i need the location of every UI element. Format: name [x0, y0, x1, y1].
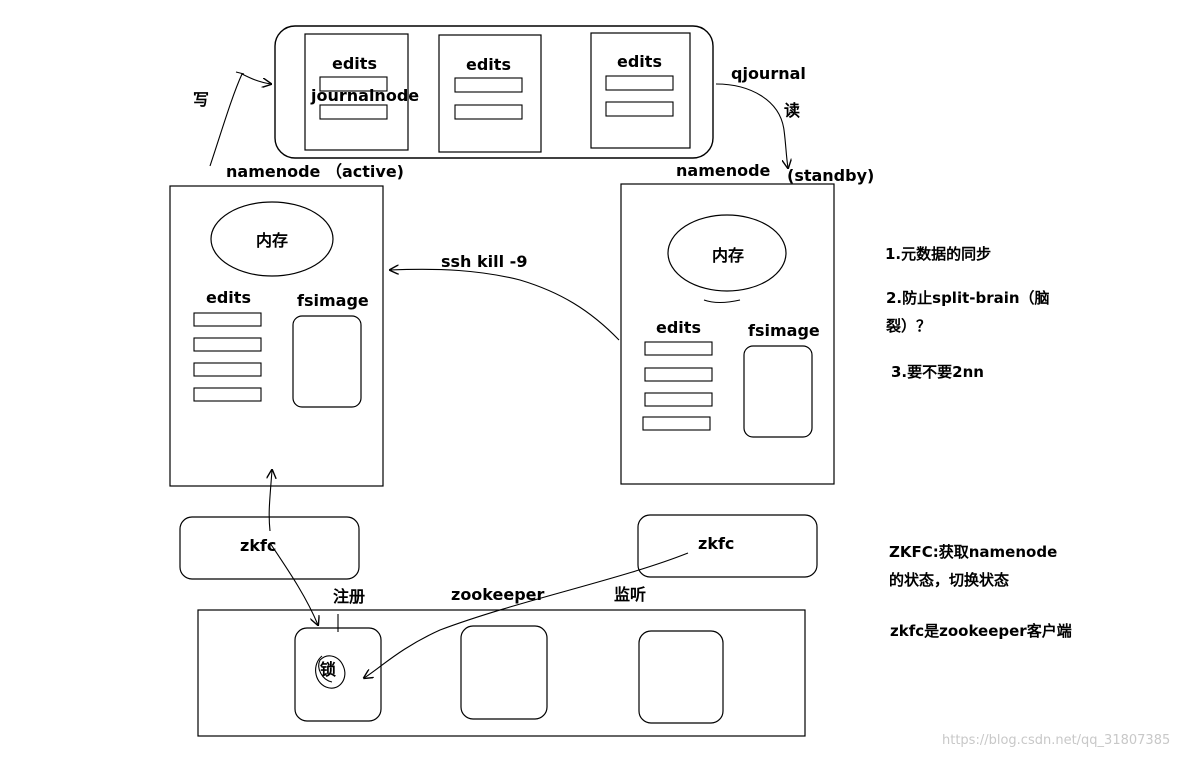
journal-edits-label-2: edits — [466, 55, 511, 74]
active-edit-3 — [193, 362, 262, 377]
write-arrow — [209, 73, 271, 167]
register-arrow — [269, 542, 318, 625]
write-arrow-head-tick — [235, 71, 245, 75]
note-split-brain-b: 裂）？ — [886, 317, 932, 335]
journalnode-box-1-edit-a — [319, 76, 388, 92]
zookeeper-label: zookeeper — [451, 585, 545, 604]
journalnode-box-2-edit-a — [454, 77, 523, 93]
zookeeper-cluster — [197, 609, 806, 737]
standby-edit-1 — [644, 341, 713, 356]
active-namenode-box — [169, 185, 384, 487]
fence-label: ssh kill -9 — [441, 252, 528, 271]
active-edits-label: edits — [206, 288, 251, 307]
standby-memory-label: 内存 — [712, 246, 745, 265]
journalnode-box-1 — [304, 33, 409, 151]
zkfc-to-namenode-arrow — [269, 470, 272, 532]
lock-scribble — [315, 655, 346, 689]
active-memory-ellipse — [210, 201, 334, 277]
journalnode-label: journalnode — [311, 86, 420, 105]
active-edit-2 — [193, 337, 262, 352]
monitor-label: 监听 — [614, 585, 647, 604]
standby-memory-ellipse — [667, 214, 787, 292]
standby-edit-2 — [644, 367, 713, 382]
active-fsimage-box — [292, 315, 362, 408]
standby-memory-underline — [703, 299, 741, 304]
journalnode-cluster — [274, 25, 714, 159]
standby-edit-3 — [644, 392, 713, 407]
read-label: 读 — [784, 101, 801, 120]
watermark: https://blog.csdn.net/qq_31807385 — [942, 733, 1171, 748]
standby-fsimage-label: fsimage — [748, 321, 820, 340]
zookeeper-node-3 — [638, 630, 724, 724]
journalnode-box-1-edit-b — [319, 104, 388, 120]
fence-arrow — [390, 269, 620, 341]
zookeeper-node-2 — [460, 625, 548, 720]
active-namenode-title: namenode （active) — [226, 162, 404, 181]
journal-edits-label-1: edits — [332, 54, 377, 73]
note-zkfc-desc-a: ZKFC:获取namenode — [889, 543, 1058, 561]
lock-label: 锁 — [320, 660, 337, 679]
journal-edits-label-3: edits — [617, 52, 662, 71]
zkfc-right-box — [637, 514, 818, 578]
monitor-arrow — [364, 552, 689, 678]
standby-namenode-title: namenode — [676, 161, 771, 180]
zkfc-left-label: zkfc — [240, 536, 277, 555]
journalnode-box-3-edit-b — [605, 101, 674, 117]
standby-namenode-suffix: (standby) — [787, 166, 875, 185]
zkfc-right-label: zkfc — [698, 534, 735, 553]
active-memory-label: 内存 — [256, 231, 289, 250]
active-edit-4 — [193, 387, 262, 402]
journalnode-box-2 — [438, 34, 542, 153]
read-arrow — [715, 83, 788, 168]
write-label: 写 — [193, 90, 210, 109]
note-metadata-sync: 1.元数据的同步 — [885, 245, 992, 263]
note-zkfc-desc-b: 的状态，切换状态 — [889, 571, 1010, 589]
note-split-brain-a: 2.防止split-brain（脑 — [886, 289, 1050, 307]
note-2nn: 3.要不要2nn — [891, 363, 984, 381]
standby-edit-4 — [642, 416, 711, 431]
active-edit-1 — [193, 312, 262, 327]
standby-edits-label: edits — [656, 318, 701, 337]
standby-fsimage-box — [743, 345, 813, 438]
journalnode-box-3-edit-a — [605, 75, 674, 91]
standby-namenode-box — [620, 183, 835, 485]
journalnode-box-3 — [590, 32, 691, 149]
qjournal-label: qjournal — [731, 64, 806, 83]
journalnode-box-2-edit-b — [454, 104, 523, 120]
zookeeper-node-1 — [294, 627, 382, 722]
note-zkfc-client: zkfc是zookeeper客户端 — [890, 622, 1072, 640]
register-label: 注册 — [333, 587, 366, 606]
active-fsimage-label: fsimage — [297, 291, 369, 310]
